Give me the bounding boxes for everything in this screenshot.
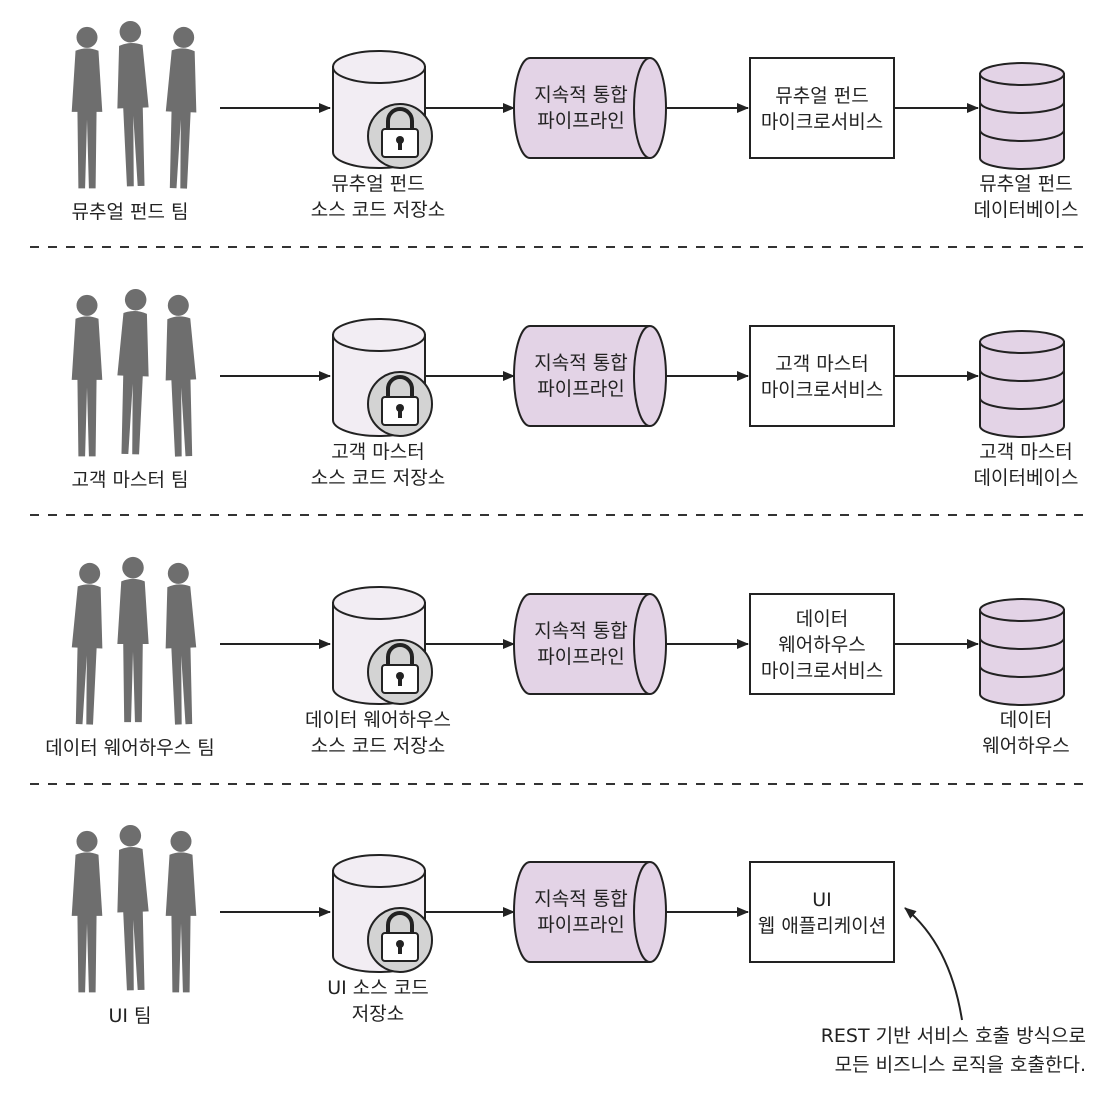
- service-label: 웨어하우스: [778, 634, 865, 656]
- annotation-text: REST 기반 서비스 호출 방식으로: [821, 1025, 1086, 1047]
- pipeline-label: 파이프라인: [537, 378, 624, 400]
- database-icon: [979, 598, 1065, 706]
- database-label: 데이터베이스: [974, 199, 1079, 221]
- repo-label: 소스 코드 저장소: [311, 199, 445, 221]
- team-people-icon: [69, 556, 199, 725]
- annotation-text: 모든 비즈니스 로직을 호출한다.: [835, 1054, 1086, 1076]
- pipeline-label: 지속적 통합: [534, 620, 627, 642]
- source-repo-cylinder: [332, 318, 433, 437]
- team-label: 데이터 웨어하우스 팀: [45, 737, 214, 759]
- pipeline-label: 지속적 통합: [534, 888, 627, 910]
- team-people-icon: [71, 824, 197, 993]
- database-label: 데이터베이스: [974, 467, 1079, 489]
- repo-label: 뮤추얼 펀드: [331, 173, 424, 195]
- pipeline-label: 파이프라인: [537, 914, 624, 936]
- lock-icon: [367, 907, 433, 973]
- database-label: 웨어하우스: [982, 735, 1069, 757]
- service-label: 웹 애플리케이션: [758, 915, 886, 937]
- pipeline-label: 지속적 통합: [534, 84, 627, 106]
- service-label: 뮤추얼 펀드: [775, 85, 868, 107]
- database-icon: [979, 62, 1065, 170]
- repo-label: 고객 마스터: [331, 441, 424, 463]
- lock-icon: [367, 103, 433, 169]
- team-label: 뮤추얼 펀드 팀: [72, 201, 189, 223]
- pipeline-label: 파이프라인: [537, 646, 624, 668]
- service-label: 고객 마스터: [775, 353, 868, 375]
- service-box: [749, 861, 895, 963]
- annotation-arrow: [904, 907, 963, 1021]
- team-label: UI 팀: [108, 1005, 151, 1027]
- service-label: 마이크로서비스: [761, 660, 883, 682]
- repo-label: 소스 코드 저장소: [311, 467, 445, 489]
- service-label: UI: [812, 889, 832, 911]
- ci-pipeline-cylinder: [513, 57, 667, 159]
- repo-label: 저장소: [352, 1003, 404, 1025]
- team-people-icon: [71, 20, 200, 189]
- pipeline-label: 지속적 통합: [534, 352, 627, 374]
- database-icon: [979, 330, 1065, 438]
- repo-label: 소스 코드 저장소: [311, 735, 445, 757]
- ci-pipeline-cylinder: [513, 325, 667, 427]
- database-label: 데이터: [1000, 709, 1052, 731]
- lock-icon: [367, 371, 433, 437]
- database-label: 고객 마스터: [979, 441, 1072, 463]
- database-label: 뮤추얼 펀드: [979, 173, 1072, 195]
- team-label: 고객 마스터 팀: [72, 469, 189, 491]
- source-repo-cylinder: [332, 586, 433, 705]
- lock-icon: [367, 639, 433, 705]
- source-repo-cylinder: [332, 854, 433, 973]
- service-box: [749, 593, 895, 695]
- ci-pipeline-cylinder: [513, 593, 667, 695]
- service-box: [749, 325, 895, 427]
- ci-pipeline-cylinder: [513, 861, 667, 963]
- source-repo-cylinder: [332, 50, 433, 169]
- service-label: 마이크로서비스: [761, 379, 883, 401]
- team-people-icon: [71, 288, 199, 457]
- pipeline-label: 파이프라인: [537, 110, 624, 132]
- repo-label: 데이터 웨어하우스: [305, 709, 451, 731]
- service-box: [749, 57, 895, 159]
- service-label: 마이크로서비스: [761, 111, 883, 133]
- repo-label: UI 소스 코드: [327, 977, 429, 999]
- service-label: 데이터: [796, 608, 848, 630]
